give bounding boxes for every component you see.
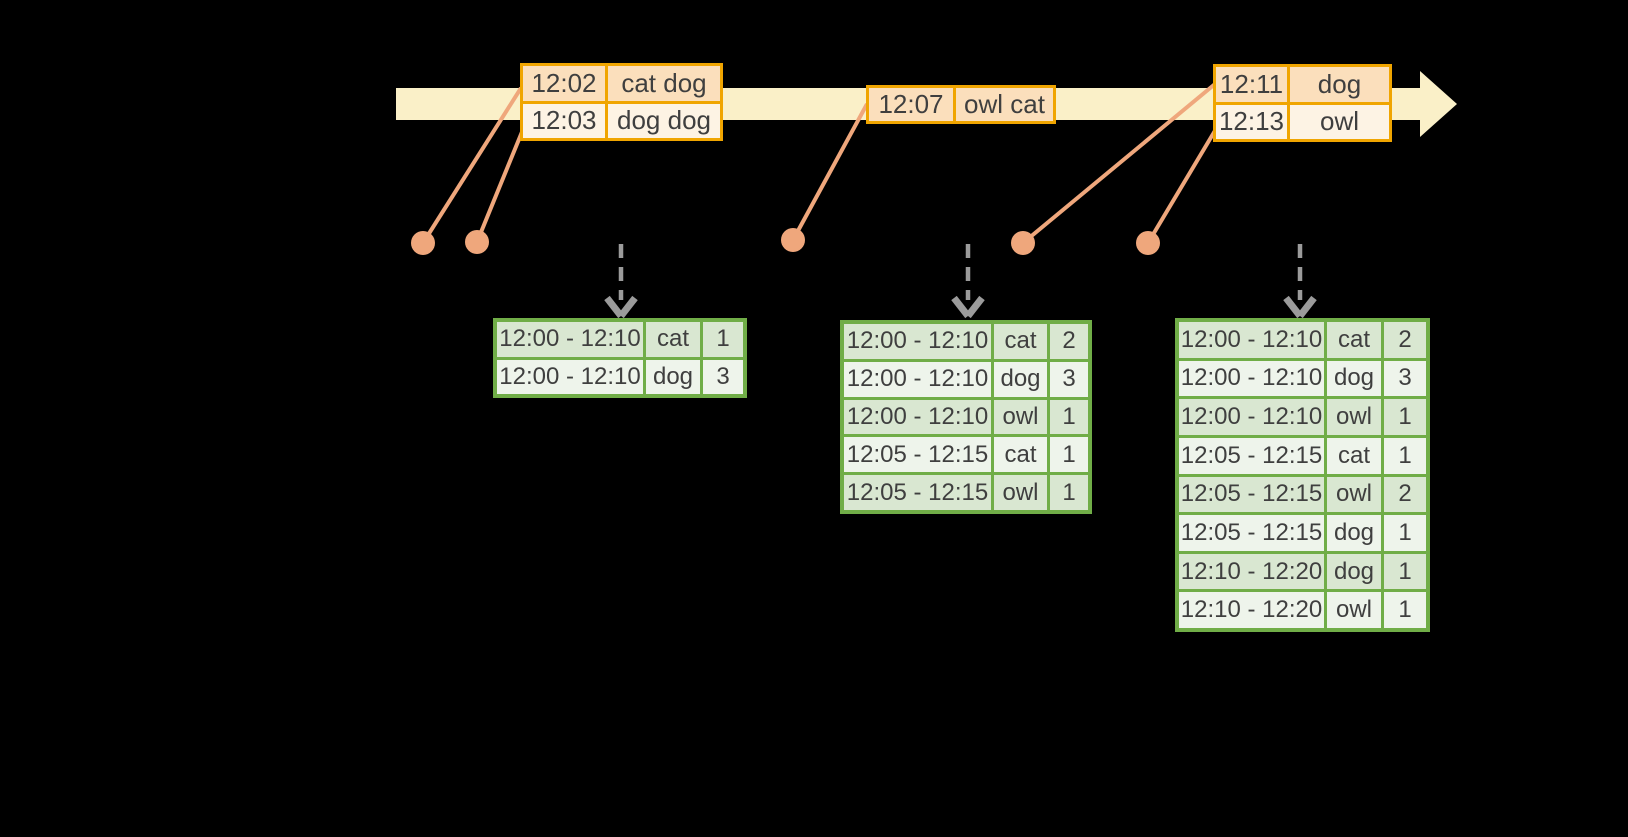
event-words-cell: dog dog: [608, 103, 720, 138]
result-window-cell: 12:00 - 12:10: [844, 324, 991, 359]
result-window-cell: 12:00 - 12:10: [1179, 399, 1324, 435]
result-word-cell: cat: [994, 324, 1047, 359]
timeline-arrowhead-icon: [1420, 71, 1457, 137]
result-count-cell: 1: [1384, 592, 1426, 628]
result-word-cell: dog: [1327, 553, 1381, 590]
result-word-cell: owl: [994, 399, 1047, 435]
connector-line: [421, 86, 523, 245]
result-window-cell: 12:00 - 12:10: [1179, 322, 1324, 358]
result-word-cell: owl: [1327, 476, 1381, 513]
trigger-arrow-icon: [1283, 244, 1317, 319]
result-count-cell: 2: [1050, 324, 1088, 359]
event-dots: [411, 228, 1160, 255]
result-window-cell: 12:05 - 12:15: [1179, 437, 1324, 474]
result-word-cell: cat: [1327, 437, 1381, 474]
result-count-cell: 1: [1384, 399, 1426, 435]
connector-line: [791, 103, 869, 241]
trigger-arrow-icon: [604, 244, 638, 319]
event-dot: [1011, 231, 1035, 255]
result-word-cell: owl: [994, 475, 1047, 510]
event-dot: [1136, 231, 1160, 255]
result-word-cell: owl: [1327, 399, 1381, 435]
result-word-cell: dog: [994, 361, 1047, 397]
event-time-cell: 12:13: [1216, 104, 1287, 139]
result-window-cell: 12:05 - 12:15: [844, 475, 991, 510]
event-dot: [411, 231, 435, 255]
event-time-cell: 12:07: [869, 88, 953, 121]
event-time-cell: 12:02: [523, 66, 605, 101]
result-window-cell: 12:05 - 12:15: [1179, 515, 1324, 551]
result-count-cell: 1: [1384, 553, 1426, 590]
trigger-arrow-icon: [951, 244, 985, 319]
result-count-cell: 1: [703, 322, 743, 357]
result-count-cell: 3: [1384, 360, 1426, 397]
result-count-cell: 1: [1050, 437, 1088, 473]
result-word-cell: cat: [1327, 322, 1381, 358]
event-words-cell: owl cat: [956, 88, 1053, 121]
result-word-cell: cat: [646, 322, 700, 357]
result-window-cell: 12:00 - 12:10: [497, 322, 643, 357]
result-count-cell: 1: [1384, 437, 1426, 474]
event-dot: [781, 228, 805, 252]
connector-lines: [421, 82, 1218, 245]
connector-line: [1021, 82, 1217, 245]
event-words-cell: dog: [1290, 67, 1389, 102]
result-window-cell: 12:10 - 12:20: [1179, 592, 1324, 628]
result-count-cell: 3: [703, 359, 743, 394]
trigger-arrows: [604, 244, 1317, 319]
event-dot: [465, 230, 489, 254]
result-count-cell: 1: [1050, 399, 1088, 435]
result-window-cell: 12:00 - 12:10: [497, 359, 643, 394]
result-word-cell: owl: [1327, 592, 1381, 628]
result-word-cell: dog: [1327, 515, 1381, 551]
event-time-cell: 12:11: [1216, 67, 1287, 102]
result-count-cell: 2: [1384, 476, 1426, 513]
result-count-cell: 1: [1384, 515, 1426, 551]
result-count-cell: 2: [1384, 322, 1426, 358]
event-words-cell: cat dog: [608, 66, 720, 101]
result-count-cell: 1: [1050, 475, 1088, 510]
connector-line: [475, 126, 526, 243]
connector-line: [1146, 127, 1218, 245]
result-window-cell: 12:00 - 12:10: [844, 399, 991, 435]
result-word-cell: cat: [994, 437, 1047, 473]
result-count-cell: 3: [1050, 361, 1088, 397]
event-time-cell: 12:03: [523, 103, 605, 138]
result-window-cell: 12:00 - 12:10: [1179, 360, 1324, 397]
result-window-cell: 12:05 - 12:15: [1179, 476, 1324, 513]
result-window-cell: 12:05 - 12:15: [844, 437, 991, 473]
event-words-cell: owl: [1290, 104, 1389, 139]
result-window-cell: 12:10 - 12:20: [1179, 553, 1324, 590]
result-word-cell: dog: [646, 359, 700, 394]
result-word-cell: dog: [1327, 360, 1381, 397]
result-window-cell: 12:00 - 12:10: [844, 361, 991, 397]
